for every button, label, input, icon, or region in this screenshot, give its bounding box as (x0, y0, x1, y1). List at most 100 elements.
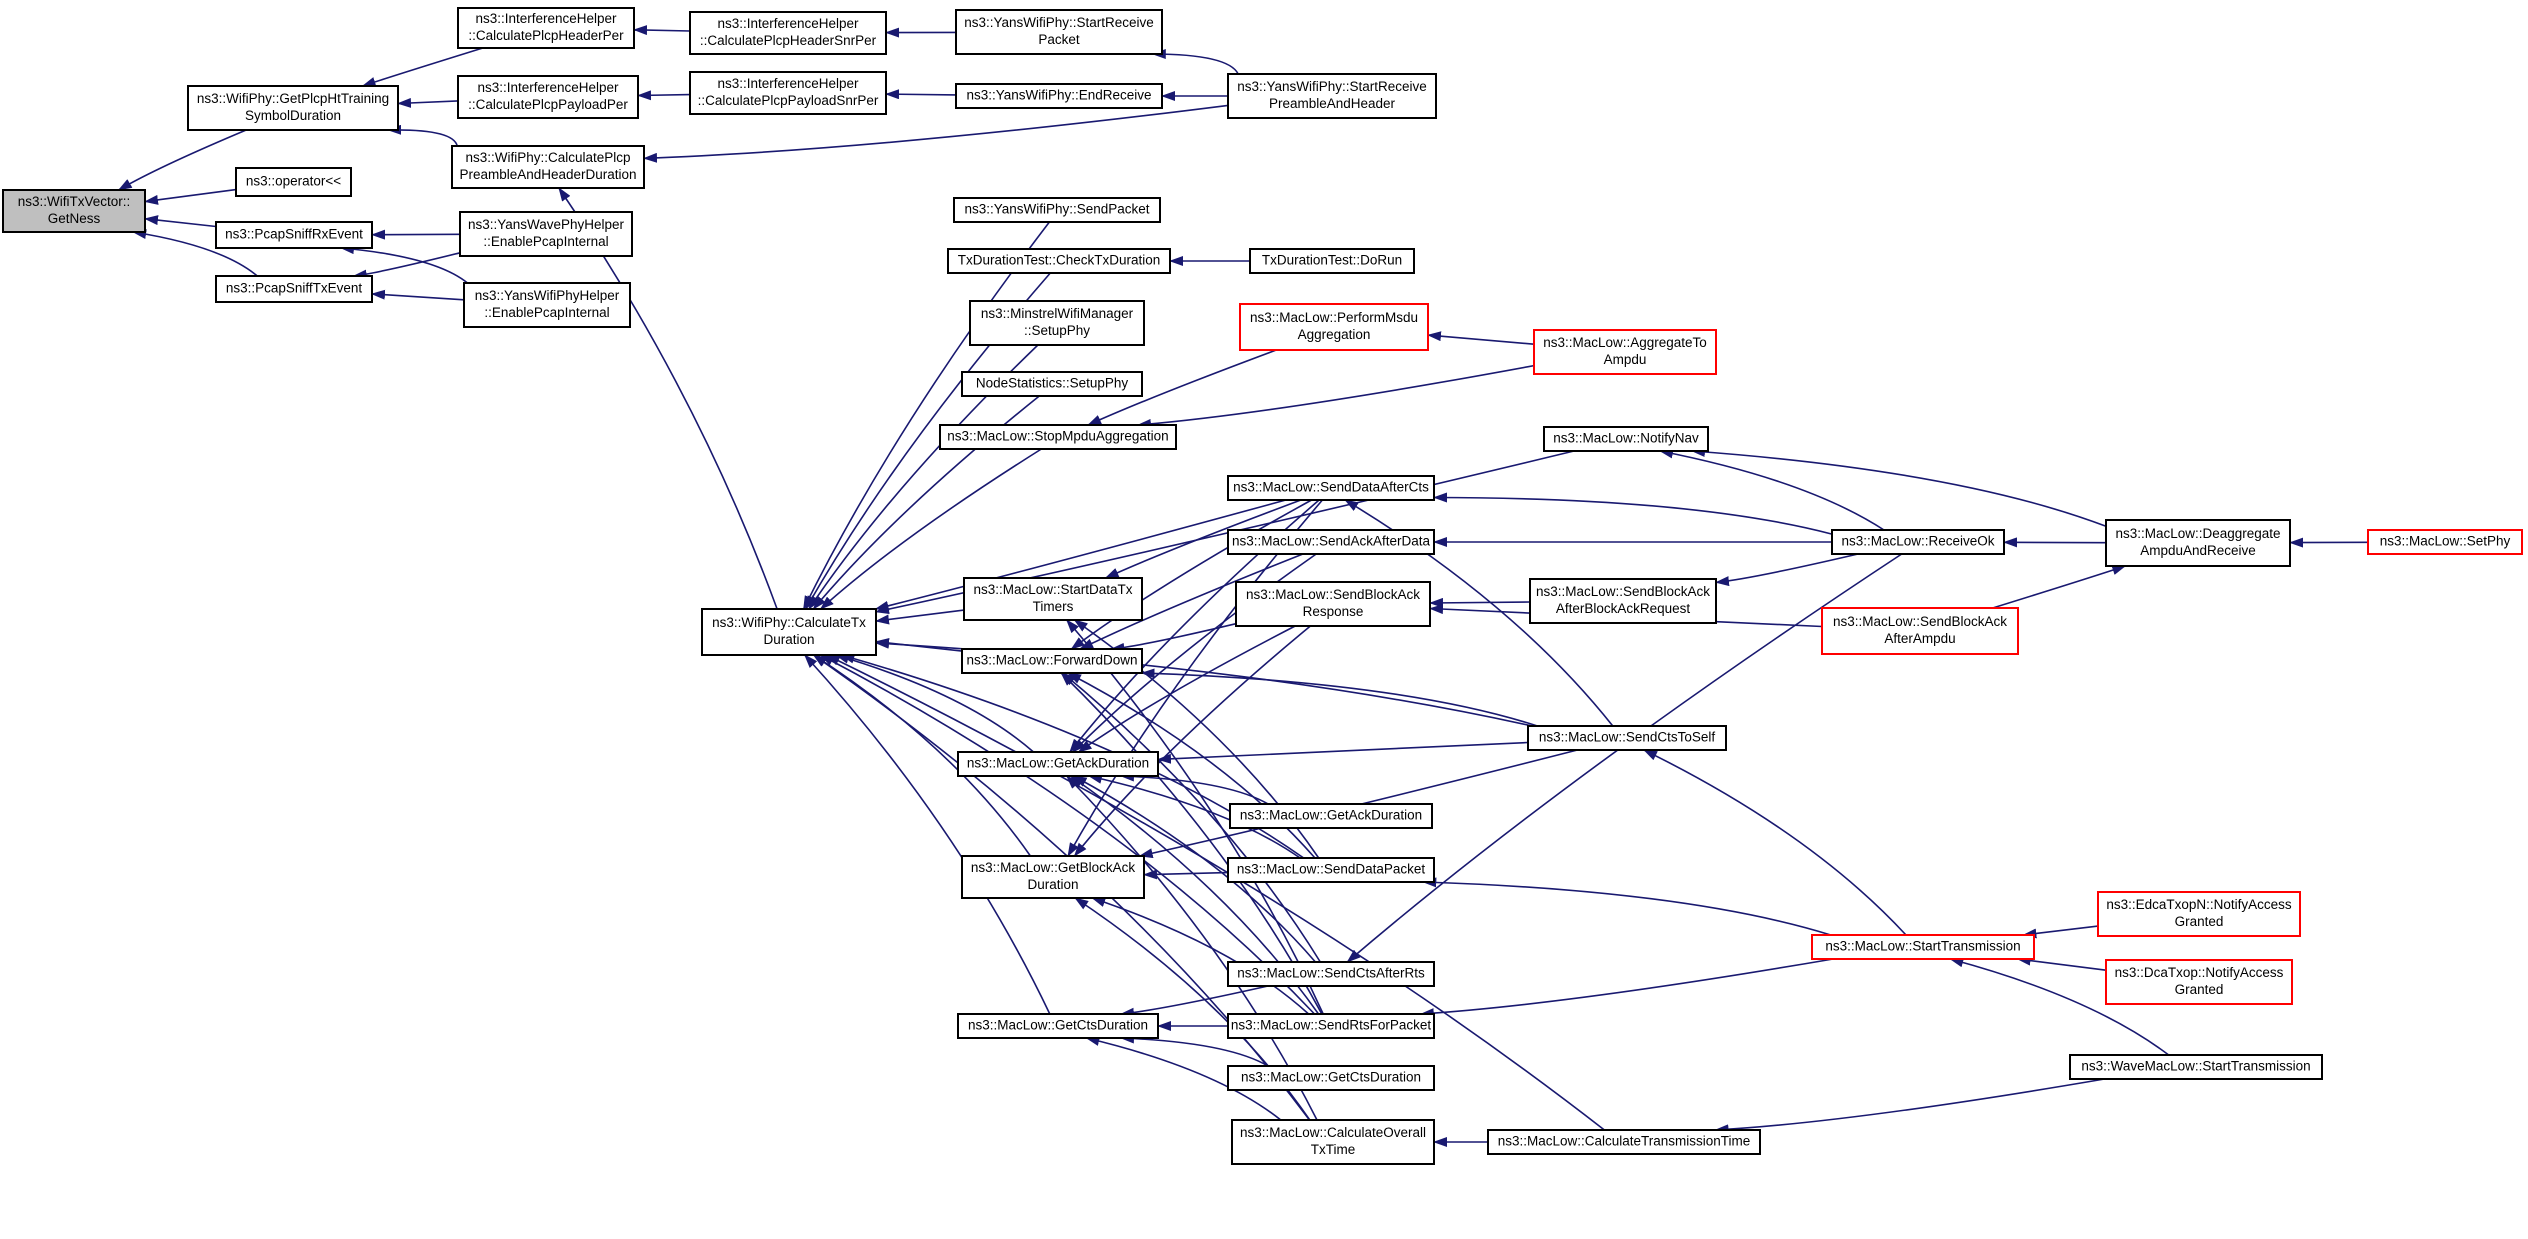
edge-pcapsnifftx-to-getness (132, 229, 258, 277)
node-box (689, 71, 887, 115)
node-label: Granted (2175, 914, 2224, 929)
node-label: ns3::MacLow::ReceiveOk (1841, 534, 1994, 549)
node-getctsduration_b[interactable]: ns3::MacLow::GetCtsDuration (1227, 1065, 1435, 1091)
node-label: ns3::MacLow::Deaggregate (2115, 526, 2280, 541)
edge-sendblockackafterreq-to-sendblockackresponse (1429, 597, 1531, 608)
edge-sendctsafterrts-to-getackduration_a (1072, 775, 1317, 963)
node-getackduration_b[interactable]: ns3::MacLow::GetAckDuration (1229, 803, 1433, 829)
node-setphy[interactable]: ns3::MacLow::SetPhy (2367, 529, 2523, 555)
node-starttransmission[interactable]: ns3::MacLow::StartTransmission (1811, 934, 2035, 960)
node-getctsduration_a[interactable]: ns3::MacLow::GetCtsDuration (957, 1013, 1159, 1039)
node-ih_payloadsnrper[interactable]: ns3::InterferenceHelper::CalculatePlcpPa… (689, 71, 887, 115)
node-sendblockackafterreq[interactable]: ns3::MacLow::SendBlockAckAfterBlockAckRe… (1529, 578, 1717, 624)
edge-pcapsniffrx-to-getness (144, 215, 217, 228)
node-label: SymbolDuration (245, 108, 341, 123)
node-stopmpdu[interactable]: ns3::MacLow::StopMpduAggregation (939, 424, 1177, 450)
node-pcapsnifftx[interactable]: ns3::PcapSniffTxEvent (215, 275, 373, 303)
node-label: GetNess (48, 211, 101, 226)
node-minstrel_setupphy[interactable]: ns3::MinstrelWifiManager::SetupPhy (969, 300, 1145, 346)
node-pcapsniffrx[interactable]: ns3::PcapSniffRxEvent (215, 221, 373, 249)
node-label: ns3::MacLow::StartDataTx (973, 582, 1132, 597)
edge-sendblockackafterampdu-to-deaggregate (1992, 565, 2127, 609)
node-notifynav[interactable]: ns3::MacLow::NotifyNav (1543, 426, 1709, 452)
node-label: ::CalculatePlcpPayloadPer (468, 97, 628, 112)
edge-yans_startreceivepreamble-to-wp_preambleheader (643, 104, 1229, 163)
node-box (1811, 934, 2035, 960)
node-label: ns3::MacLow::SendCtsAfterRts (1237, 966, 1425, 981)
node-box (457, 7, 635, 49)
node-senddatapacket[interactable]: ns3::MacLow::SendDataPacket (1227, 857, 1435, 883)
node-box (451, 145, 645, 189)
node-wp_preambleheader[interactable]: ns3::WifiPhy::CalculatePlcpPreambleAndHe… (451, 145, 645, 189)
node-txdur_dorun[interactable]: TxDurationTest::DoRun (1249, 248, 1415, 274)
node-box (1821, 607, 2019, 655)
edge-receiveok-to-sendctsafterrts (1346, 553, 1903, 963)
node-getackduration_a[interactable]: ns3::MacLow::GetAckDuration (957, 751, 1159, 777)
node-label: ns3::MacLow::SendBlockAck (1246, 587, 1420, 602)
node-nodestats_setupphy[interactable]: NodeStatistics::SetupPhy (961, 371, 1143, 397)
node-label: ns3::YansWifiPhy::StartReceive (1237, 79, 1427, 94)
node-operator[interactable]: ns3::operator<< (235, 167, 352, 197)
node-calctransmissiontime[interactable]: ns3::MacLow::CalculateTransmissionTime (1487, 1129, 1761, 1155)
node-label: ns3::MacLow::SendRtsForPacket (1231, 1018, 1432, 1033)
node-box (187, 85, 399, 131)
node-ih_headersnrper[interactable]: ns3::InterferenceHelper::CalculatePlcpHe… (689, 11, 887, 55)
node-label: ns3::EdcaTxopN::NotifyAccess (2106, 897, 2292, 912)
node-label: ns3::MacLow::SendDataPacket (1237, 862, 1426, 877)
node-box (1227, 961, 1435, 987)
node-yanswifi_pcap[interactable]: ns3::YansWifiPhyHelper::EnablePcapIntern… (463, 282, 631, 328)
node-box (701, 608, 877, 656)
node-wavemac_start[interactable]: ns3::WaveMacLow::StartTransmission (2069, 1054, 2323, 1080)
node-box (689, 11, 887, 55)
edge-getackduration_a-to-wp_calctxduration (834, 653, 1035, 753)
node-sendrtsforpacket[interactable]: ns3::MacLow::SendRtsForPacket (1227, 1013, 1435, 1039)
edge-senddataaftercts-to-startdatatxtimers (1104, 499, 1302, 579)
edge-calctransmissiontime-to-wp_calctxduration (825, 654, 1605, 1131)
node-label: Packet (1038, 32, 1080, 47)
node-sendctstoself[interactable]: ns3::MacLow::SendCtsToSelf (1527, 725, 1727, 751)
node-label: ns3::WifiPhy::GetPlcpHtTraining (197, 91, 389, 106)
edge-getctsduration_b-to-getctsduration_a (1120, 1033, 1269, 1067)
node-yans_endreceive[interactable]: ns3::YansWifiPhy::EndReceive (955, 83, 1163, 109)
node-label: NodeStatistics::SetupPhy (976, 376, 1129, 391)
node-sendackafterdata[interactable]: ns3::MacLow::SendAckAfterData (1227, 529, 1435, 555)
edge-receiveok-to-notifynav (1659, 448, 1885, 531)
node-yanswave_pcap[interactable]: ns3::YansWavePhyHelper::EnablePcapIntern… (459, 211, 633, 257)
node-label: ::CalculatePlcpHeaderPer (468, 28, 624, 43)
node-forwarddown[interactable]: ns3::MacLow::ForwardDown (961, 648, 1143, 674)
node-sendctsafterrts[interactable]: ns3::MacLow::SendCtsAfterRts (1227, 961, 1435, 987)
node-getness[interactable]: ns3::WifiTxVector::GetNess (2, 189, 146, 233)
node-box (2105, 519, 2291, 567)
edge-ih_payloadper-to-getplcphttraining (397, 97, 459, 108)
node-label: ns3::MacLow::SendBlockAck (1536, 584, 1710, 599)
node-label: PreambleAndHeaderDuration (459, 167, 636, 182)
edge-ih_headerper-to-getplcphttraining (361, 47, 484, 87)
node-label: ns3::MacLow::SetPhy (2380, 534, 2511, 549)
edge-yans_sendpacket-to-wp_calctxduration (802, 221, 1051, 610)
node-yans_sendpacket[interactable]: ns3::YansWifiPhy::SendPacket (953, 197, 1161, 223)
node-label: ns3::MacLow::GetAckDuration (967, 756, 1149, 771)
node-ih_headerper[interactable]: ns3::InterferenceHelper::CalculatePlcpHe… (457, 7, 635, 49)
node-receiveok[interactable]: ns3::MacLow::ReceiveOk (1831, 529, 2005, 555)
node-label: Ampdu (1604, 352, 1647, 367)
node-senddataaftercts[interactable]: ns3::MacLow::SendDataAfterCts (1227, 475, 1435, 501)
node-getplcphttraining[interactable]: ns3::WifiPhy::GetPlcpHtTrainingSymbolDur… (187, 85, 399, 131)
node-label: ns3::MacLow::AggregateTo (1543, 335, 1707, 350)
node-ih_payloadper[interactable]: ns3::InterferenceHelper::CalculatePlcpPa… (457, 75, 639, 119)
node-label: ::EnablePcapInternal (484, 305, 609, 320)
node-txdur_check[interactable]: TxDurationTest::CheckTxDuration (947, 248, 1171, 274)
node-yans_startreceivepreamble[interactable]: ns3::YansWifiPhy::StartReceivePreambleAn… (1227, 73, 1437, 119)
node-label: ns3::MacLow::CalculateOverall (1240, 1125, 1426, 1140)
